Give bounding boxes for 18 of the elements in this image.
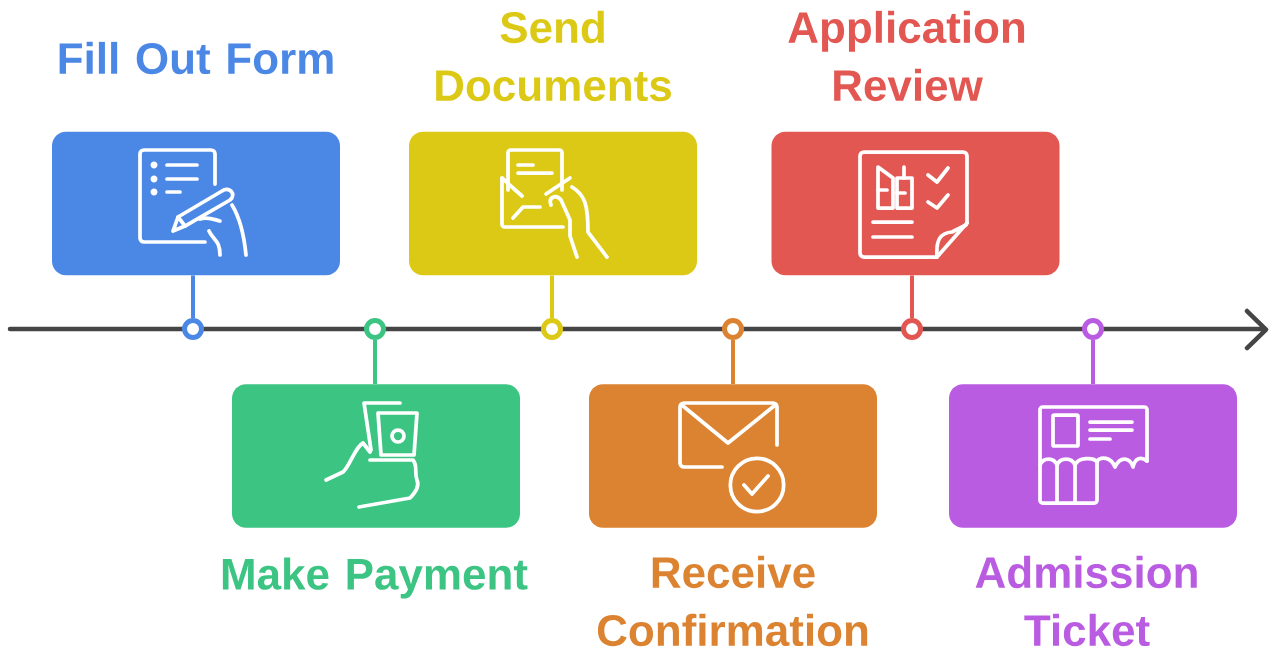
- connector-line: [550, 275, 554, 318]
- timeline-marker: [364, 318, 386, 340]
- heading: Make Payment: [222, 557, 528, 599]
- connector-line: [191, 275, 195, 318]
- timeline-marker: [722, 318, 744, 340]
- heading: Send Documents: [436, 10, 671, 102]
- heading: Admission Ticket: [975, 555, 1197, 647]
- connector-line: [731, 340, 735, 385]
- heading: Receive Confirmation: [597, 555, 868, 647]
- heading: Fill Out Form: [59, 41, 333, 75]
- connector-line: [910, 275, 914, 318]
- heading: Application Review: [788, 10, 1025, 102]
- timeline-marker: [1082, 318, 1104, 340]
- connector-line: [373, 340, 377, 385]
- timeline-marker: [182, 318, 204, 340]
- timeline-marker: [541, 318, 563, 340]
- timeline-marker: [901, 318, 923, 340]
- connector-line: [1091, 340, 1095, 385]
